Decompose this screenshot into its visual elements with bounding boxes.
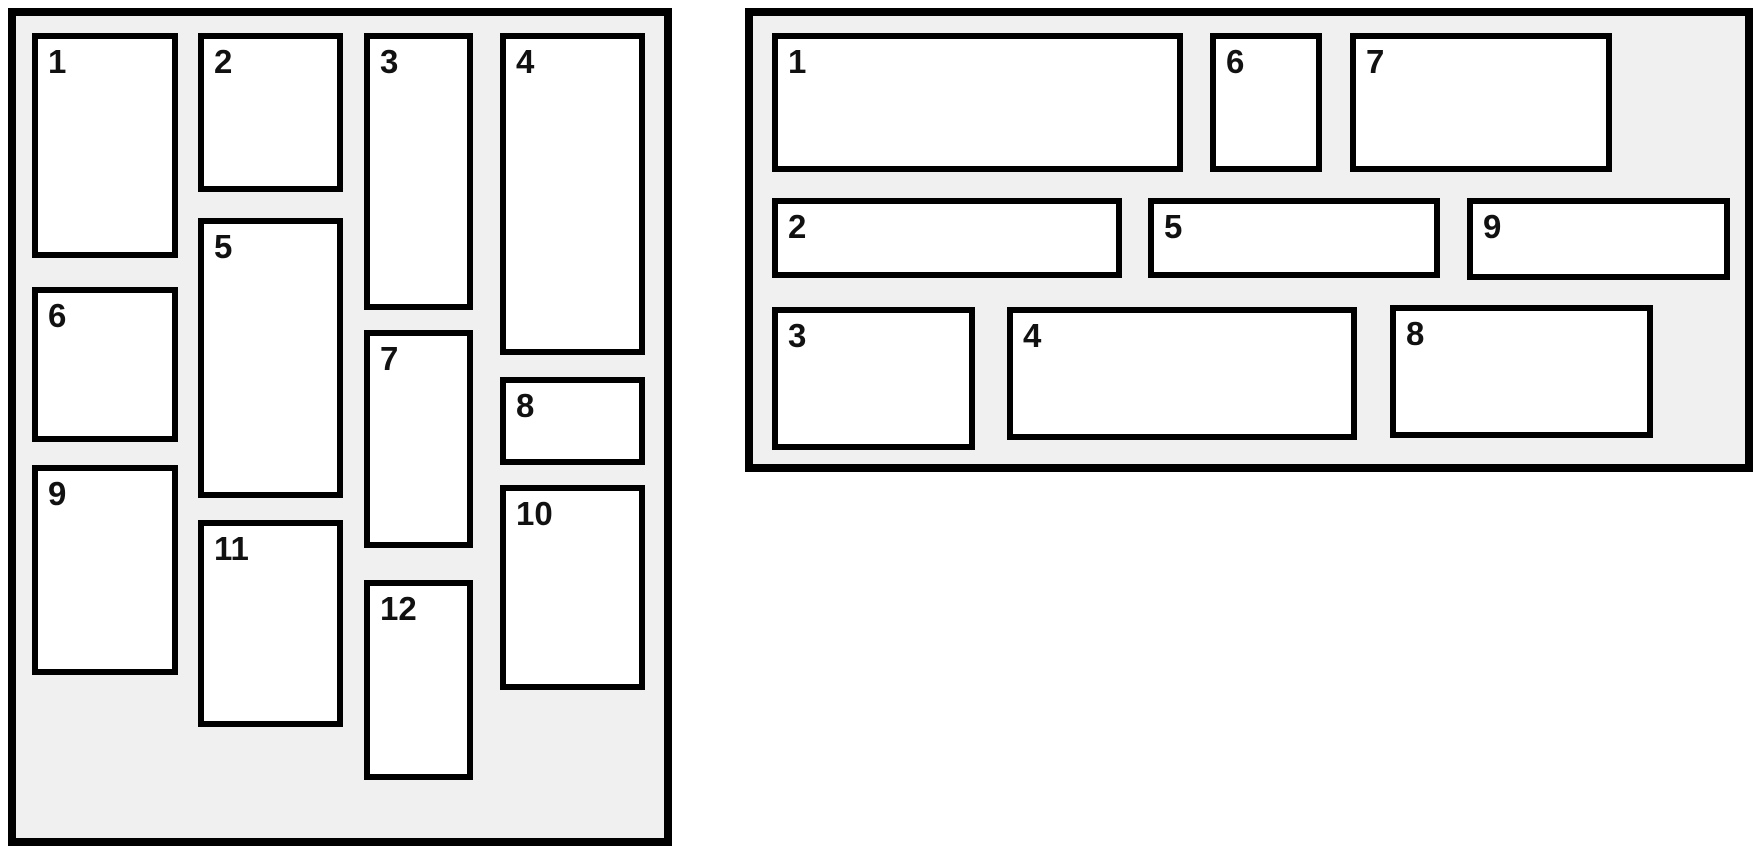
masonry-item-horizontal-masonry-4: 4 bbox=[1007, 307, 1357, 440]
masonry-item-label: 2 bbox=[788, 208, 807, 245]
masonry-item-label: 9 bbox=[48, 475, 67, 512]
masonry-item-label: 8 bbox=[516, 387, 535, 424]
masonry-item-vertical-masonry-8: 8 bbox=[500, 377, 645, 465]
masonry-item-label: 5 bbox=[214, 228, 233, 265]
masonry-item-vertical-masonry-7: 7 bbox=[364, 330, 473, 548]
masonry-item-label: 5 bbox=[1164, 208, 1183, 245]
masonry-item-horizontal-masonry-9: 9 bbox=[1467, 198, 1730, 280]
masonry-item-vertical-masonry-10: 10 bbox=[500, 485, 645, 690]
masonry-item-vertical-masonry-12: 12 bbox=[364, 580, 473, 780]
masonry-item-label: 3 bbox=[380, 43, 399, 80]
masonry-item-vertical-masonry-11: 11 bbox=[198, 520, 343, 727]
masonry-item-horizontal-masonry-3: 3 bbox=[772, 307, 975, 450]
masonry-item-label: 4 bbox=[516, 43, 535, 80]
masonry-item-vertical-masonry-6: 6 bbox=[32, 287, 178, 442]
masonry-item-horizontal-masonry-1: 1 bbox=[772, 33, 1183, 172]
masonry-item-horizontal-masonry-2: 2 bbox=[772, 198, 1122, 278]
masonry-item-vertical-masonry-1: 1 bbox=[32, 33, 178, 258]
masonry-item-label: 3 bbox=[788, 317, 807, 354]
masonry-item-label: 2 bbox=[214, 43, 233, 80]
masonry-item-horizontal-masonry-7: 7 bbox=[1350, 33, 1612, 172]
horizontal-masonry-panel: 1 2 3 4 5 6 7 8 9 bbox=[745, 8, 1753, 472]
masonry-item-label: 8 bbox=[1406, 315, 1425, 352]
masonry-item-vertical-masonry-2: 2 bbox=[198, 33, 343, 192]
masonry-item-label: 6 bbox=[1226, 43, 1245, 80]
masonry-item-horizontal-masonry-6: 6 bbox=[1210, 33, 1322, 172]
masonry-item-label: 7 bbox=[1366, 43, 1385, 80]
masonry-item-label: 1 bbox=[788, 43, 807, 80]
masonry-item-label: 6 bbox=[48, 297, 67, 334]
masonry-item-horizontal-masonry-8: 8 bbox=[1390, 305, 1653, 438]
masonry-item-label: 1 bbox=[48, 43, 67, 80]
masonry-item-label: 11 bbox=[214, 530, 249, 567]
masonry-item-label: 7 bbox=[380, 340, 399, 377]
masonry-item-vertical-masonry-3: 3 bbox=[364, 33, 473, 310]
masonry-item-vertical-masonry-9: 9 bbox=[32, 465, 178, 675]
masonry-item-horizontal-masonry-5: 5 bbox=[1148, 198, 1440, 278]
masonry-item-label: 10 bbox=[516, 495, 553, 532]
masonry-item-label: 4 bbox=[1023, 317, 1042, 354]
masonry-item-vertical-masonry-5: 5 bbox=[198, 218, 343, 498]
masonry-item-vertical-masonry-4: 4 bbox=[500, 33, 645, 355]
masonry-item-label: 9 bbox=[1483, 208, 1502, 245]
masonry-item-label: 12 bbox=[380, 590, 417, 627]
